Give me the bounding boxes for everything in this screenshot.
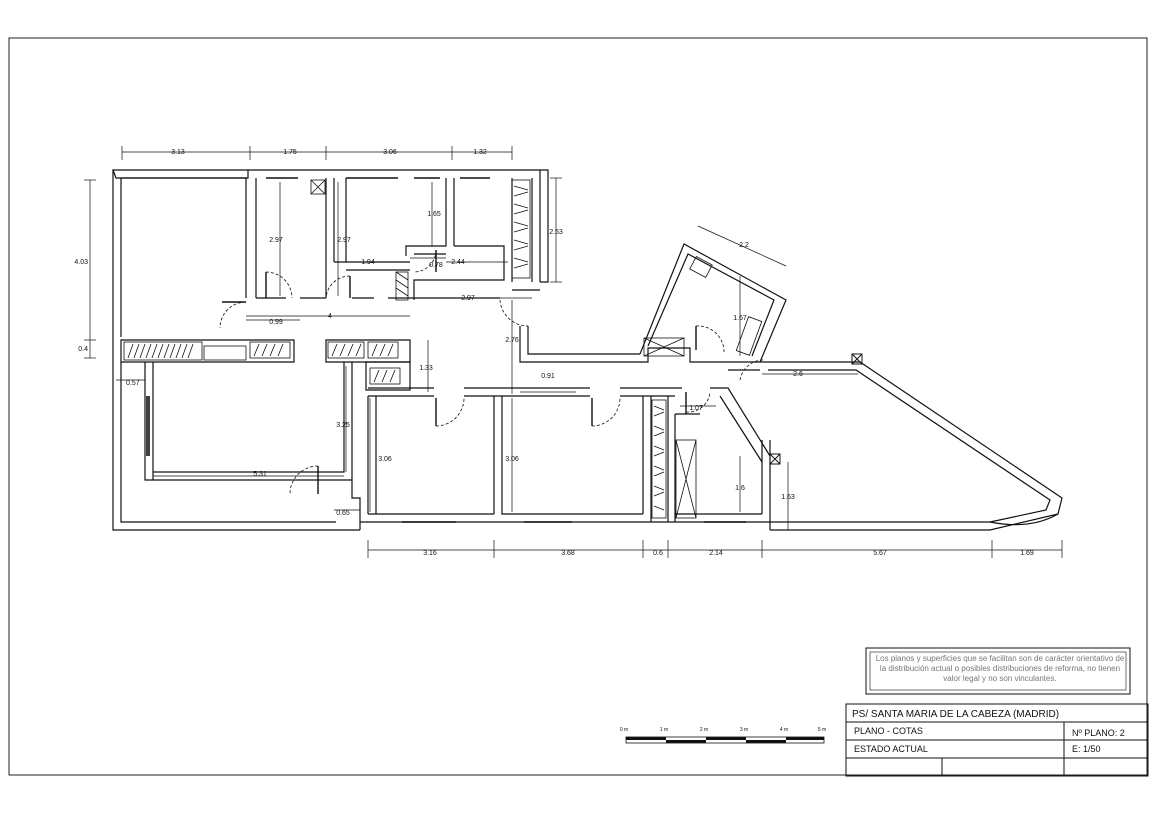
project-title: PS/ SANTA MARIA DE LA CABEZA (MADRID): [852, 709, 1059, 720]
dim-2-6: 2.6: [793, 371, 803, 378]
dim-top-1-32: 1.32: [473, 149, 487, 156]
dim-0-78: 0.78: [429, 262, 443, 269]
dim-2-76: 2.76: [505, 337, 519, 344]
scale-label-0: 0 m: [620, 727, 628, 733]
dim-5-31: 5.31: [253, 471, 267, 478]
scale-label-5: 5 m: [818, 727, 826, 733]
dim-1-63: 1.63: [781, 494, 795, 501]
columns: [769, 353, 863, 465]
title-block: [845, 703, 1149, 777]
dim-bottom-1-69: 1.69: [1020, 550, 1034, 557]
dim-left-0-57: 0.57: [126, 380, 140, 387]
dim-top-1-75: 1.75: [283, 149, 297, 156]
windows: [146, 177, 746, 523]
dim-bottom-3-16: 3.16: [423, 550, 437, 557]
dim-3-06-a: 3.06: [378, 456, 392, 463]
dim-1-6: 1.6: [735, 485, 745, 492]
dim-4: 4: [328, 313, 332, 320]
scale-label-1: 1 m: [660, 727, 668, 733]
dim-top-3-13: 3.13: [171, 149, 185, 156]
dim-1-94: 1.94: [361, 259, 375, 266]
plan-label: PLANO - COTAS: [854, 726, 923, 736]
dim-0-99: 0.99: [269, 319, 283, 326]
dimension-labels: 3.13 1.75 3.06 1.32 4.03 0.4 0.57 2.97 2…: [74, 149, 1034, 557]
disclaimer-box-outer: [865, 647, 1131, 695]
dim-0-65: 0.65: [336, 510, 350, 517]
dimension-lines: [84, 146, 1063, 558]
dim-bottom-5-67: 5.67: [873, 550, 887, 557]
dim-0-91: 0.91: [541, 373, 555, 380]
door-swings: [219, 249, 765, 495]
dim-1-33: 1.33: [419, 365, 433, 372]
wardrobes: [123, 179, 763, 519]
dim-2-2: 2.2: [739, 242, 749, 249]
dim-3-25: 3.25: [336, 422, 350, 429]
dim-2-97-a: 2.97: [269, 237, 283, 244]
dim-2-44: 2.44: [451, 259, 465, 266]
dim-bottom-2-14: 2.14: [709, 550, 723, 557]
dim-1-07: 1.07: [689, 405, 703, 412]
scale-label-2: 2 m: [700, 727, 708, 733]
walls: [112, 169, 1063, 531]
plan-number: Nº PLANO: 2: [1072, 728, 1125, 738]
dim-2-97-b: 2.97: [337, 237, 351, 244]
door-leaves: [222, 250, 697, 494]
plan-state: ESTADO ACTUAL: [854, 744, 928, 754]
dim-2-53: 2.53: [549, 229, 563, 236]
scale-bar: 0 m 1 m 2 m 3 m 4 m 5 m: [620, 727, 826, 744]
plan-scale: E: 1/50: [1072, 744, 1101, 754]
scale-label-3: 3 m: [740, 727, 748, 733]
scale-label-4: 4 m: [780, 727, 788, 733]
disclaimer-text: Los planos y superficies que se facilita…: [875, 654, 1125, 683]
dim-1-65: 1.65: [427, 211, 441, 218]
sheet-border: [8, 37, 1148, 776]
dim-left-0-4: 0.4: [78, 346, 88, 353]
disclaimer-box-inner: [869, 651, 1127, 691]
dim-left-4-03: 4.03: [74, 259, 88, 266]
dim-1-67: 1.67: [733, 315, 747, 322]
dim-3-06-b: 3.06: [505, 456, 519, 463]
dim-bottom-3-68: 3.68: [561, 550, 575, 557]
dim-2-97-c: 2.97: [461, 295, 475, 302]
dim-bottom-0-6: 0.6: [653, 550, 663, 557]
dim-top-3-06: 3.06: [383, 149, 397, 156]
